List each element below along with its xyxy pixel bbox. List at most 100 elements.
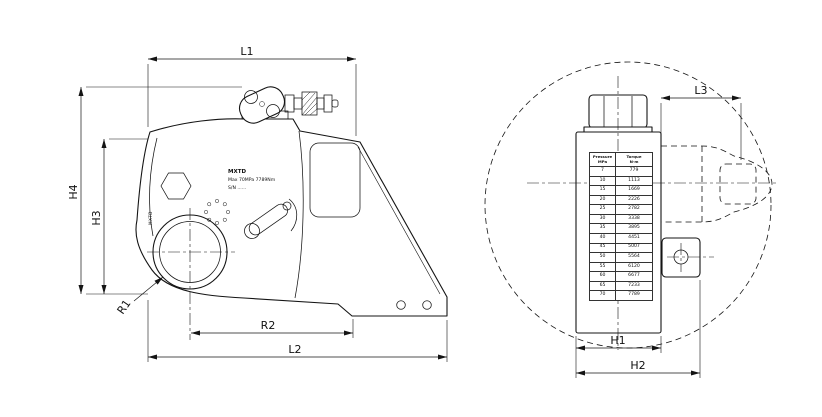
torque-table-cell: 5564	[615, 252, 653, 263]
pawl-curve	[288, 198, 298, 232]
torque-table-cell: 30	[589, 213, 616, 225]
dim-H3: H3	[90, 138, 148, 294]
dim-R1: R1	[115, 276, 164, 317]
torque-table-header-torque: Torque N·m	[615, 152, 653, 167]
torque-table-cell: 50	[589, 252, 616, 263]
arm-inner-contour	[294, 130, 304, 299]
torque-table-cell: 1669	[615, 185, 653, 196]
swivel-port-b	[266, 104, 280, 118]
lever-knob	[244, 223, 260, 239]
ratchet-lever	[248, 203, 288, 236]
torque-table-cell: 45	[589, 242, 616, 254]
lever-pin	[282, 201, 292, 211]
torque-table-cell: 3895	[615, 223, 653, 234]
swivel-block	[238, 86, 286, 124]
torque-table-cell: 6120	[615, 261, 653, 273]
side-marking: MXTD	[148, 211, 153, 225]
coupler-collar	[293, 97, 303, 110]
torque-table-cell: 779	[615, 166, 653, 177]
torque-table-header-pressure: Pressure MPa	[589, 152, 616, 167]
hex-socket-screw	[160, 172, 192, 200]
coupler-knurl-hatch	[301, 91, 318, 116]
foot-hole-left	[396, 300, 406, 310]
swivel-port-a	[244, 90, 258, 104]
dim-R2: R2	[191, 319, 354, 338]
coupler-nipple	[323, 94, 333, 113]
reaction-foot	[661, 237, 714, 278]
torque-table-header-row: Pressure MPa Torque N·m	[589, 152, 653, 167]
drive-bore-centerlines	[147, 208, 235, 340]
torque-table-cell: 5007	[615, 242, 653, 254]
arm-edge-line	[357, 146, 441, 295]
torque-table-cell: 6677	[615, 271, 653, 282]
dim-label-L1: L1	[240, 45, 253, 58]
torque-table-cell: 7233	[615, 280, 653, 292]
dim-L1: L1	[147, 45, 357, 136]
torque-table-cell: 60	[589, 271, 616, 282]
coupler-tip	[331, 99, 339, 108]
phantom-head-profile	[661, 145, 773, 223]
torque-table-cell: 55	[589, 261, 616, 273]
torque-table-cell: 70	[589, 290, 616, 301]
torque-table-cell: 7	[589, 166, 616, 177]
dim-label-H2: H2	[630, 359, 645, 372]
dim-label-R1: R1	[115, 297, 134, 316]
swivel-pivot	[259, 101, 265, 107]
coupler-body	[284, 94, 295, 113]
phantom-square-drive	[719, 163, 757, 205]
left-view: MXTD Max 70MPa 7789Nm S/N ...... MXTD L1…	[67, 45, 448, 362]
nameplate: MXTD Max 70MPa 7789Nm S/N ......	[228, 169, 276, 191]
torque-table-cell: 7789	[615, 290, 653, 301]
torque-table-cell: 40	[589, 232, 616, 244]
torque-table-cell: 15	[589, 185, 616, 196]
wrench-body-outline	[135, 118, 448, 317]
body-details	[147, 130, 441, 340]
torque-table-cell: 65	[589, 280, 616, 292]
coupler-knurl	[301, 91, 318, 116]
nameplate-model: MXTD	[228, 169, 246, 175]
torque-table-cell: 4451	[615, 232, 653, 244]
phantom-head	[661, 145, 773, 223]
dim-label-L3: L3	[694, 84, 707, 97]
dim-L3: L3	[660, 84, 742, 160]
dim-label-L2: L2	[288, 343, 301, 356]
torque-table-cell: 2226	[615, 194, 653, 206]
dim-label-R2: R2	[261, 319, 276, 332]
dim-label-H1: H1	[610, 334, 625, 347]
foot-hole-centerlines	[667, 243, 714, 272]
hydraulic-swivel-couplers	[238, 86, 339, 124]
dim-H1: H1	[575, 334, 662, 378]
nameplate-spec: Max 70MPa 7789Nm	[228, 177, 276, 183]
housing-inner-contour	[149, 137, 158, 237]
coupler-neck	[316, 97, 325, 110]
dim-H4: H4	[67, 86, 242, 295]
reaction-arm-slot	[309, 142, 361, 218]
dim-label-H3: H3	[90, 210, 103, 225]
torque-table-cell: 35	[589, 223, 616, 234]
torque-table-cell: 20	[589, 194, 616, 206]
torque-table-cell: 1113	[615, 175, 653, 187]
dim-H2: H2	[576, 280, 701, 378]
torque-table-cell: 3338	[615, 213, 653, 225]
torque-table-cell: 25	[589, 204, 616, 215]
torque-table-cell: 2782	[615, 204, 653, 215]
torque-table-cell: 10	[589, 175, 616, 187]
